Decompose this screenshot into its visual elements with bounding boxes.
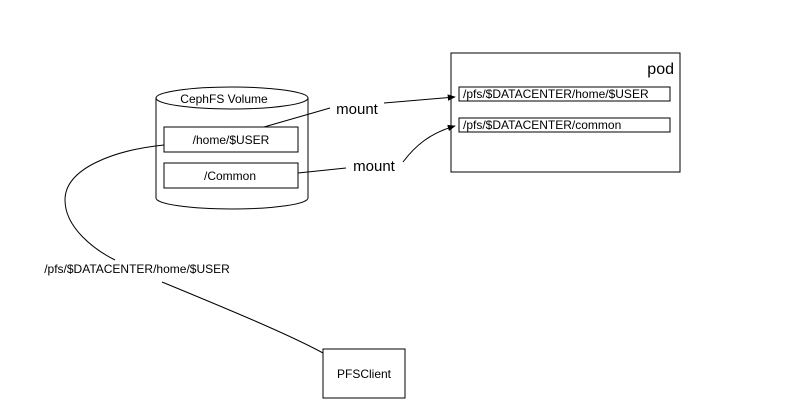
common-mount-line xyxy=(297,167,347,174)
client-path-label: /pfs/$DATACENTER/home/$USER xyxy=(44,262,230,276)
volume-title: CephFS Volume xyxy=(180,92,268,106)
cephfs-volume: CephFS Volume /home/$USER /Common xyxy=(155,86,309,210)
pfs-client-box xyxy=(322,348,406,399)
pod-title: pod xyxy=(647,61,674,78)
volume-home-dir-box xyxy=(163,126,299,153)
pfs-client-label: PFSClient xyxy=(337,367,392,381)
pod-common-mount-box xyxy=(458,117,671,133)
pod-home-mount-label: /pfs/$DATACENTER/home/$USER xyxy=(463,87,649,101)
pod-box xyxy=(450,52,681,173)
common-mount-label: mount xyxy=(353,158,396,175)
home-mount-arrow xyxy=(383,94,456,104)
pod: pod /pfs/$DATACENTER/home/$USER /pfs/$DA… xyxy=(450,52,681,173)
cylinder-body xyxy=(155,98,309,210)
home-mount-line xyxy=(263,107,331,128)
client-curve-lower xyxy=(161,281,324,354)
pfs-client: PFSClient xyxy=(322,348,406,399)
mount-connectors: mount mount xyxy=(263,94,456,175)
pod-common-mount-label: /pfs/$DATACENTER/common xyxy=(463,118,621,132)
pod-home-mount-box xyxy=(458,86,671,102)
client-connector: /pfs/$DATACENTER/home/$USER xyxy=(44,144,324,354)
volume-common-dir-box xyxy=(163,162,299,189)
common-mount-arrow xyxy=(402,124,456,163)
cylinder-top xyxy=(155,86,309,110)
home-mount-label: mount xyxy=(336,101,379,118)
volume-common-dir-label: /Common xyxy=(204,169,256,183)
client-curve-upper xyxy=(64,144,165,261)
volume-home-dir-label: /home/$USER xyxy=(193,133,270,147)
